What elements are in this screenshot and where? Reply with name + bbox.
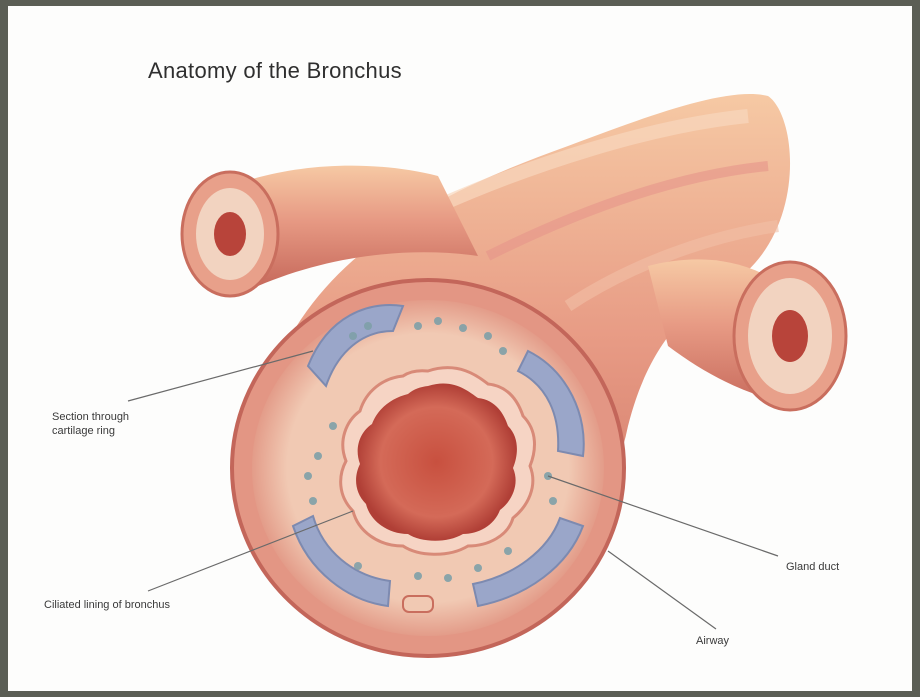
label-cartilage: Section through cartilage ring	[52, 410, 129, 438]
bronchus-illustration	[8, 6, 912, 691]
leader-airway	[608, 551, 716, 629]
label-gland-duct: Gland duct	[786, 560, 839, 574]
label-airway: Airway	[696, 634, 729, 648]
diagram-title: Anatomy of the Bronchus	[148, 58, 402, 84]
gland-small	[403, 596, 433, 612]
label-ciliated-lining: Ciliated lining of bronchus	[44, 598, 170, 612]
diagram-frame: Anatomy of the Bronchus Section through …	[8, 6, 912, 691]
